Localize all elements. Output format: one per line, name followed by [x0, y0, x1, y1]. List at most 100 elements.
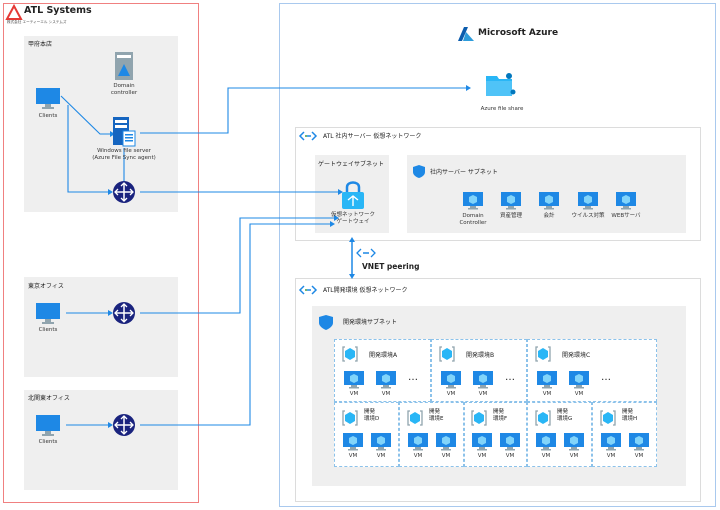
vm-icon [578, 192, 598, 210]
file-server-agent: (Azure File Sync agent) [92, 154, 156, 161]
server-subnet-title: 社内サーバー サブネット [430, 169, 498, 176]
environment-icon [471, 410, 487, 426]
router-icon [113, 181, 135, 203]
clients-monitor-icon [36, 88, 60, 109]
azure-logo-icon [458, 27, 474, 41]
vm-icon [472, 433, 492, 451]
kitakanto-office-panel [24, 390, 178, 490]
shield-icon [319, 315, 333, 330]
environment-icon [439, 346, 455, 362]
router-icon [113, 302, 135, 324]
vm-icon [629, 433, 649, 451]
dev-subnet-title: 開発環境サブネット [343, 319, 398, 326]
vm-icon [371, 433, 391, 451]
environment-title: 開発環境G [557, 409, 573, 422]
environment-title: 開発環境C [562, 352, 591, 359]
vm-label: VM [381, 391, 391, 397]
server-label: 資産管理 [499, 213, 522, 219]
clients-monitor-icon [36, 415, 60, 436]
environment-icon [407, 410, 423, 426]
gateway-subnet-title: ゲートウェイサブネット [318, 161, 385, 168]
vm-icon [500, 433, 520, 451]
clients-monitor-icon [36, 303, 60, 324]
environment-title: 開発環境D [364, 409, 380, 422]
environment-icon [600, 410, 616, 426]
file-server-icon [113, 117, 136, 147]
vm-label: VM [606, 453, 616, 459]
vm-label: VM [542, 391, 552, 397]
kofu-office-title: 甲府本店 [28, 41, 53, 48]
vm-label: VM [413, 453, 423, 459]
environment-title: 開発環境H [622, 409, 638, 422]
env-box-c [527, 339, 657, 402]
vm-icon [616, 192, 636, 210]
azure-brand: Microsoft Azure [458, 25, 568, 45]
gateway-label-line2: ゲートウェイ [336, 218, 370, 225]
server-label: Domain Controller [459, 213, 487, 226]
more-vms-ellipsis: … [601, 372, 611, 383]
server-vnet-title: ATL 社内サーバー 仮想ネットワーク [323, 133, 422, 140]
vm-icon [473, 371, 493, 389]
kofu-office-panel [24, 36, 178, 212]
vm-icon [537, 371, 557, 389]
server-label: WEBサーバ [611, 213, 641, 219]
environment-title: 開発環境A [369, 352, 398, 359]
kitakanto-clients-label: Clients [38, 439, 58, 445]
router-icon [113, 414, 135, 436]
vm-icon [501, 192, 521, 210]
vm-icon [408, 433, 428, 451]
azure-boundary [279, 3, 716, 507]
environment-icon [342, 346, 358, 362]
server-label: 会計 [543, 213, 555, 219]
environment-title: 開発環境B [466, 352, 495, 359]
vm-icon [463, 192, 483, 210]
file-server-name: Windows file server [97, 148, 151, 154]
vm-label: VM [441, 453, 451, 459]
tokyo-office-panel [24, 277, 178, 377]
vm-icon [601, 433, 621, 451]
vm-icon [569, 371, 589, 389]
domain-controller-icon [115, 52, 133, 80]
vm-label: VM [505, 453, 515, 459]
logo-mark-icon [5, 3, 23, 20]
vm-label: VM [569, 453, 579, 459]
vm-label: VM [446, 391, 456, 397]
vm-icon [539, 192, 559, 210]
vm-icon [436, 433, 456, 451]
logo-subtitle: 株式会社 エーティーエル システムズ [7, 20, 67, 24]
onprem-boundary [3, 3, 199, 503]
vm-label: VM [478, 391, 488, 397]
server-label: ウイルス対策 [571, 213, 605, 219]
vm-icon [344, 371, 364, 389]
file-share-label: Azure file share [480, 106, 524, 112]
environment-icon [535, 346, 551, 362]
vm-label: VM [376, 453, 386, 459]
vm-label: VM [634, 453, 644, 459]
dev-vnet-box [295, 278, 701, 502]
vm-label: VM [348, 453, 358, 459]
azure-title: Microsoft Azure [478, 28, 559, 38]
env-box-a [334, 339, 431, 402]
vm-icon [376, 371, 396, 389]
gateway-label-line1: 仮想ネットワーク [330, 212, 375, 218]
vm-label: VM [541, 453, 551, 459]
more-vms-ellipsis: … [408, 372, 418, 383]
gateway-label: 仮想ネットワーク ゲートウェイ [322, 212, 384, 226]
peering-icon [356, 248, 376, 258]
vpn-gateway-icon [342, 181, 364, 209]
vnet-icon [298, 131, 318, 141]
environment-icon [535, 410, 551, 426]
file-server-label: Windows file server (Azure File Sync age… [86, 148, 162, 162]
company-logo: ATL Systems 株式会社 エーティーエル システムズ [5, 3, 97, 27]
vm-icon [536, 433, 556, 451]
logo-name: ATL Systems [24, 5, 92, 16]
kofu-clients-label: Clients [38, 113, 58, 119]
environment-title: 開発環境E [429, 409, 444, 422]
tokyo-office-title: 東京オフィス [28, 283, 64, 290]
domain-controller-text: Domain controller [110, 83, 138, 96]
vnet-peering-label: VNET peering [362, 262, 420, 271]
shield-icon [413, 165, 425, 178]
environment-icon [342, 410, 358, 426]
more-vms-ellipsis: … [505, 372, 515, 383]
